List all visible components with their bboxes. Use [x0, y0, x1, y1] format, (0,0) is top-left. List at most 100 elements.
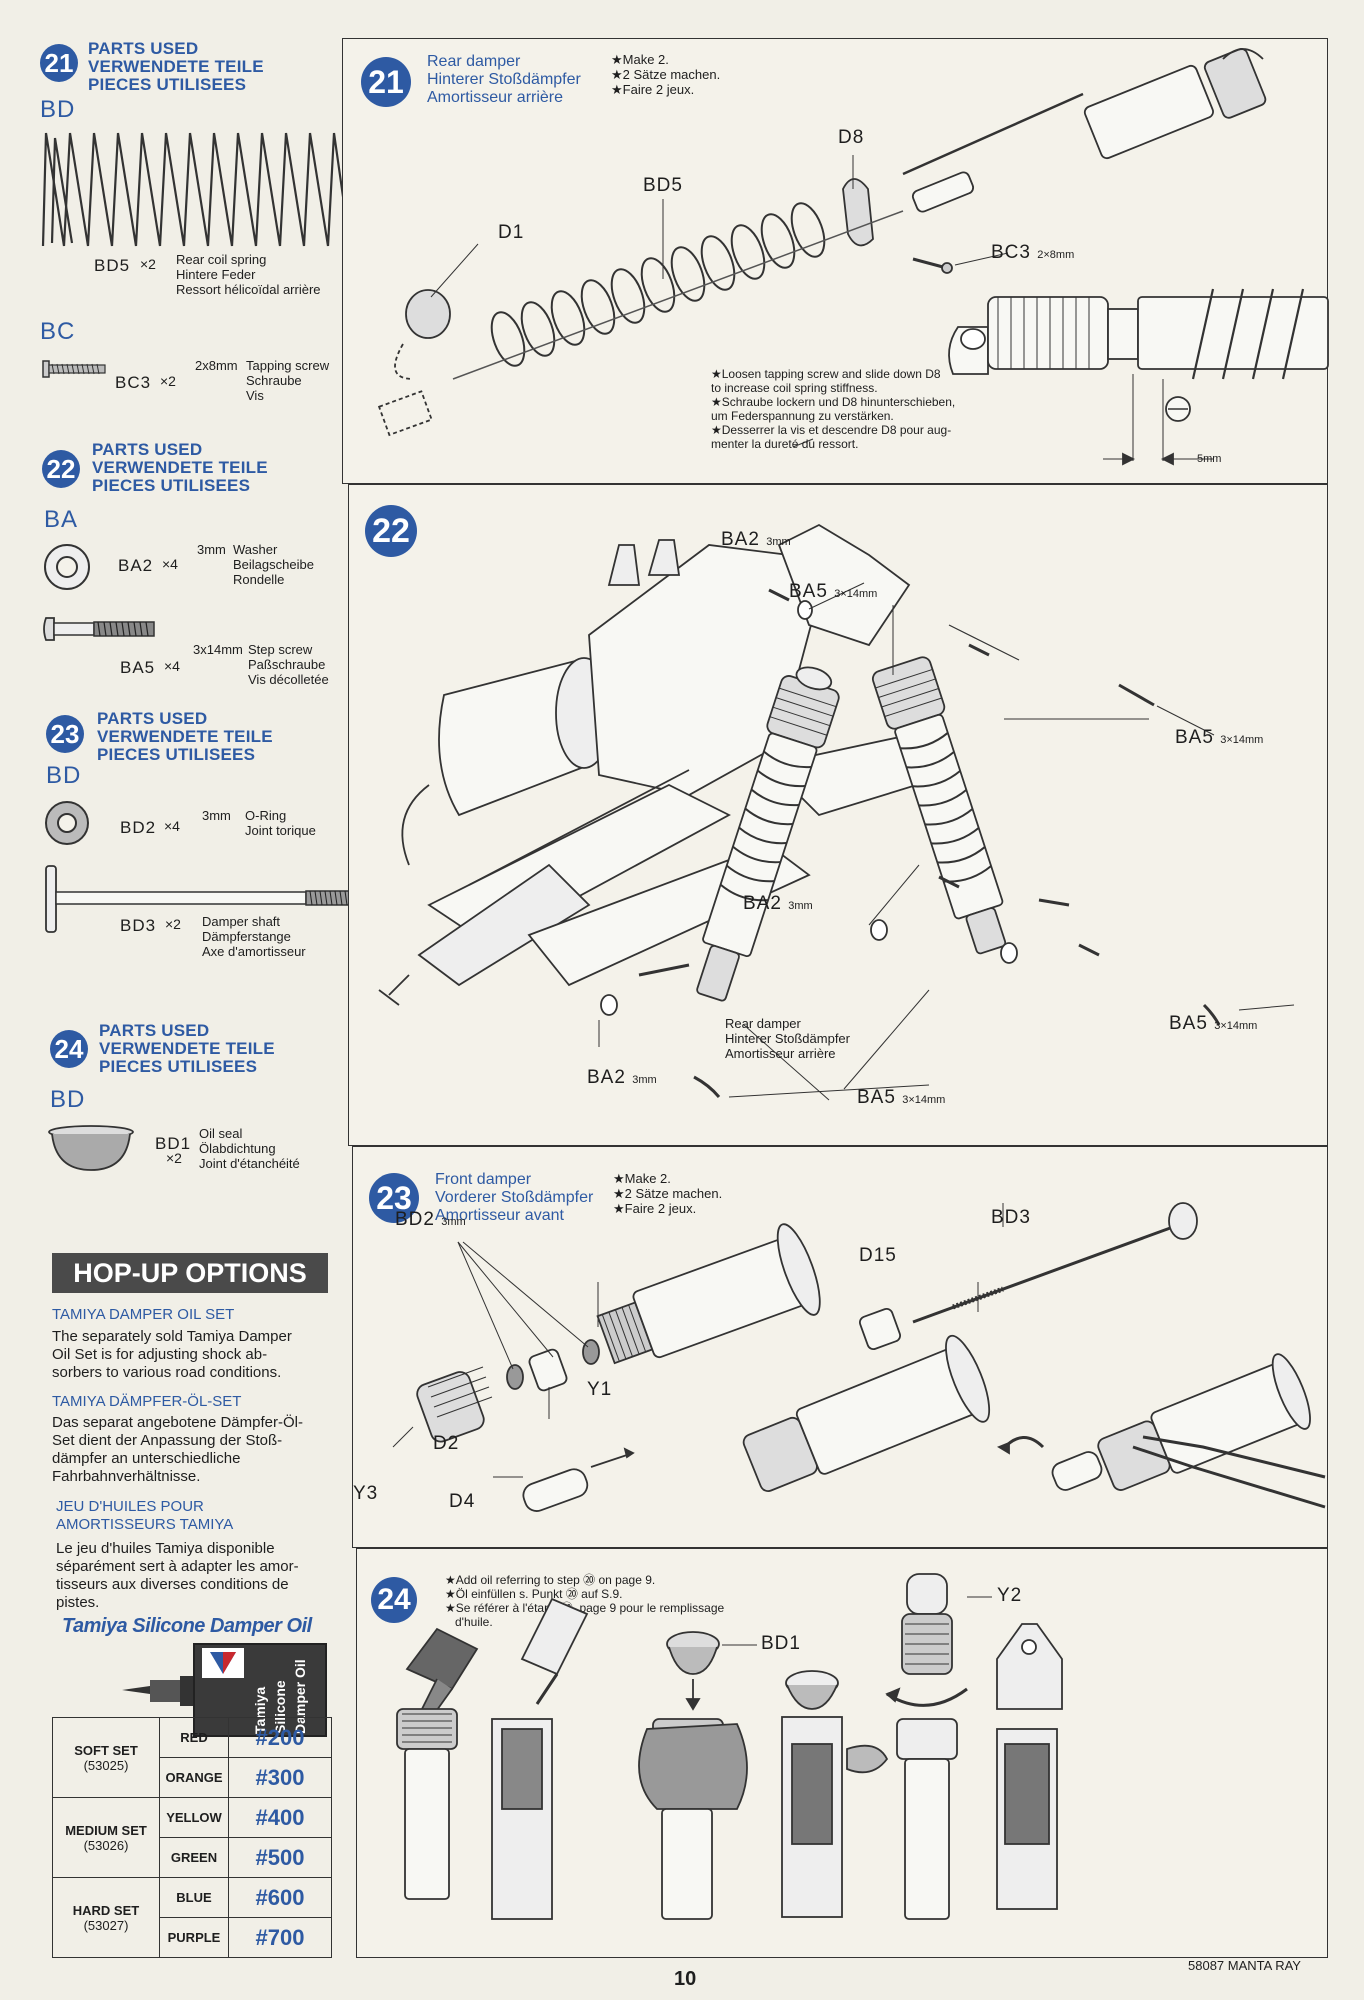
- part-qty-bd2: ×4: [164, 818, 180, 834]
- label-y2: Y2: [997, 1585, 1023, 1606]
- step-badge-22: 22: [42, 450, 80, 488]
- label-ba5-bottom: BA5 3×14mm: [857, 1087, 946, 1108]
- label-y3: Y3: [353, 1483, 379, 1504]
- tapping-screw-icon: [42, 360, 106, 378]
- label-d2: D2: [433, 1433, 460, 1454]
- hop-de-text: Das separat angebotene Dämpfer-Öl-Set di…: [52, 1414, 303, 1485]
- hop-de-head: TAMIYA DÄMPFER-ÖL-SET: [52, 1393, 242, 1410]
- hop-up-title: HOP-UP OPTIONS: [52, 1253, 328, 1293]
- set-hard: HARD SET(53027): [52, 1877, 160, 1958]
- part-size-ba5: 3x14mm: [193, 642, 243, 657]
- step-screw-icon: [43, 617, 155, 641]
- bag-label-bd: BD: [40, 96, 76, 123]
- label-ba5-bottom-right: BA5 3×14mm: [1169, 1013, 1258, 1034]
- label-y1: Y1: [587, 1379, 613, 1400]
- label-bd5: BD5: [643, 175, 683, 196]
- front-damper-exploded-drawing: [392, 1202, 1326, 1512]
- part-qty-bd5: ×2: [140, 256, 156, 272]
- label-bd2: BD2 3mm: [395, 1209, 466, 1230]
- label-ba2-top: BA2 3mm: [721, 529, 791, 550]
- step-22-panel: 22: [348, 484, 1328, 1146]
- bag-label-bd-24: BD: [50, 1086, 86, 1113]
- label-ba5-right: BA5 3×14mm: [1175, 727, 1264, 748]
- oil-color-blue: BLUE: [159, 1877, 229, 1918]
- step-21-make-note: ★Make 2.★2 Sätze machen.★Faire 2 jeux.: [611, 52, 721, 97]
- part-qty-bd3: ×2: [165, 916, 181, 932]
- bag-label-ba: BA: [44, 506, 79, 533]
- step-22-badge: 22: [365, 505, 417, 557]
- part-size-bc3: 2x8mm: [195, 358, 238, 373]
- bag-label-bc: BC: [40, 318, 76, 345]
- product-name: Tamiya Silicone Damper Oil: [62, 1615, 312, 1637]
- oil-number-400: #400: [228, 1797, 332, 1838]
- step-21-badge: 21: [361, 57, 411, 107]
- label-d8: D8: [838, 127, 865, 148]
- part-qty-ba2: ×4: [162, 556, 178, 572]
- washer-icon: [44, 544, 90, 590]
- step-badge-24: 24: [50, 1030, 88, 1068]
- part-qty-bc3: ×2: [160, 373, 176, 389]
- oil-color-orange: ORANGE: [159, 1757, 229, 1798]
- step-24-oil-note: ★Add oil referring to step ⑳ on page 9.★…: [445, 1573, 725, 1629]
- bag-label-bd-23: BD: [46, 762, 82, 789]
- oil-color-purple: PURPLE: [159, 1917, 229, 1958]
- step-badge-23: 23: [46, 715, 84, 753]
- label-bd3: BD3: [991, 1207, 1031, 1228]
- part-code-bc3: BC3: [115, 373, 152, 392]
- coil-spring-icon: [41, 132, 352, 247]
- hop-en-head: TAMIYA DAMPER OIL SET: [52, 1306, 235, 1323]
- step-badge-21: 21: [40, 44, 78, 82]
- part-code-bd3: BD3: [120, 916, 157, 935]
- model-number: 58087 MANTA RAY: [1188, 1958, 1301, 1973]
- oil-color-green: GREEN: [159, 1837, 229, 1878]
- rear-suspension-assembly-drawing: [378, 523, 1295, 1101]
- label-bd1: BD1: [761, 1633, 801, 1654]
- label-bc3: BC3 2×8mm: [991, 242, 1075, 263]
- part-size-bd2: 3mm: [202, 808, 231, 823]
- step-24-badge: 24: [371, 1577, 417, 1623]
- part-code-ba2: BA2: [118, 556, 154, 575]
- label-ba2-middle: BA2 3mm: [743, 893, 813, 914]
- oil-number-700: #700: [228, 1917, 332, 1958]
- set-medium: MEDIUM SET(53026): [52, 1797, 160, 1878]
- oil-number-200: #200: [228, 1717, 332, 1758]
- oil-number-500: #500: [228, 1837, 332, 1878]
- oil-filling-drawing: [396, 1573, 1063, 1920]
- part-qty-ba5: ×4: [164, 658, 180, 674]
- step-23-make-note: ★Make 2.★2 Sätze machen.★Faire 2 jeux.: [613, 1171, 723, 1216]
- o-ring-icon: [45, 801, 89, 845]
- set-soft: SOFT SET(53025): [52, 1717, 160, 1798]
- oil-number-300: #300: [228, 1757, 332, 1798]
- part-code-bd2: BD2: [120, 818, 157, 837]
- step-23-badge: 23: [369, 1173, 419, 1223]
- part-qty-bd1: ×2: [166, 1150, 182, 1166]
- oil-color-yellow: YELLOW: [159, 1797, 229, 1838]
- part-code-bd1: BD1: [155, 1134, 192, 1153]
- label-d15: D15: [859, 1245, 897, 1266]
- step-24-panel: 24 ★Add oil referring to step ⑳ on page …: [356, 1548, 1328, 1958]
- label-5mm: 5mm: [1197, 453, 1222, 465]
- oil-number-600: #600: [228, 1877, 332, 1918]
- rear-damper-exploded-drawing: [377, 48, 1329, 466]
- page-number: 10: [674, 1968, 697, 1990]
- part-code-bd5: BD5: [94, 256, 131, 275]
- oil-color-red: RED: [159, 1717, 229, 1758]
